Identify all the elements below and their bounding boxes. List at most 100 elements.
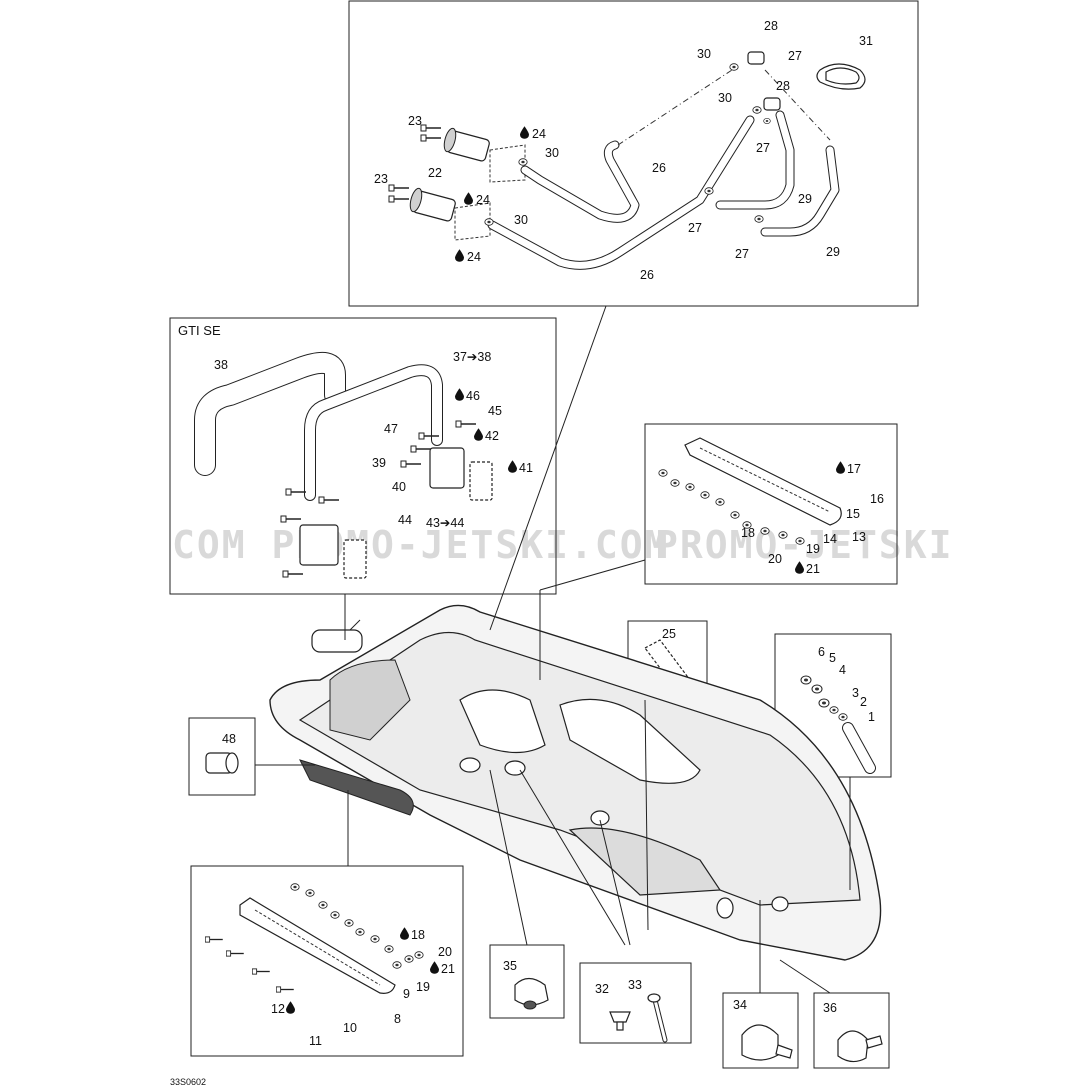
callout-33: 33 [628,978,642,992]
callout-10: 10 [343,1021,357,1035]
box-36 [813,992,890,1069]
clamp-36 [837,1030,869,1063]
callout-20b: 20 [438,945,452,959]
hose-29-upper [715,110,795,210]
hull-body [269,604,882,961]
callout-27a: 27 [788,49,802,63]
watermark-right: PROMO-JETSKI [655,523,954,567]
callout-29a: 29 [798,192,812,206]
callout-21b: 21 [441,962,455,976]
callout-28a: 28 [764,19,778,33]
callout-31: 31 [859,34,873,48]
callout-18: 18 [741,526,755,540]
drop-icon-18 [400,927,409,940]
bracket-43-lower [299,524,339,566]
callout-39: 39 [372,456,386,470]
callout-46: 46 [466,389,480,403]
callout-47: 47 [384,422,398,436]
callout-34: 34 [733,998,747,1012]
callout-9: 9 [403,987,410,1001]
callout-24b: 24 [476,193,490,207]
callout-41: 41 [519,461,533,475]
callout-4: 4 [839,663,846,677]
callout-43-44: 43➔44 [426,516,464,530]
box-35 [489,944,565,1019]
drop-icon-42 [474,428,483,441]
callout-30d: 30 [514,213,528,227]
callout-15: 15 [846,507,860,521]
callout-36: 36 [823,1001,837,1015]
drop-icon-24b [464,192,473,205]
callout-26b: 26 [640,268,654,282]
callout-42: 42 [485,429,499,443]
gti-se-box [169,317,557,595]
callout-29b: 29 [826,245,840,259]
filter-22-upper [443,127,526,183]
callout-30c: 30 [545,146,559,160]
callout-13: 13 [852,530,866,544]
drop-icon-24c [455,249,464,262]
fitting-28-upper [747,51,765,65]
drop-icon-24a [520,126,529,139]
callout-44: 44 [398,513,412,527]
box-48 [188,717,256,796]
callout-2: 2 [860,695,867,709]
callout-40: 40 [392,480,406,494]
drop-icon-12 [286,1001,295,1014]
callout-1: 1 [868,710,875,724]
callout-22: 22 [428,166,442,180]
gti-se-title: GTI SE [178,323,221,338]
callout-17: 17 [847,462,861,476]
callout-25: 25 [662,627,676,641]
watermark-left: COM PROMO-JETSKI.COM [172,523,670,567]
footrest-box [190,865,464,1057]
rivet-32 [609,1011,631,1023]
callout-8: 8 [394,1012,401,1026]
box-34 [722,992,799,1069]
callout-38: 38 [214,358,228,372]
callout-26a: 26 [652,161,666,175]
rail-part [684,437,842,526]
callout-19: 19 [806,542,820,556]
callout-6: 6 [818,645,825,659]
drop-icon-41 [508,460,517,473]
callout-35: 35 [503,959,517,973]
side-rail-box [644,423,898,585]
callout-37-38: 37➔38 [453,350,491,364]
callout-30b: 30 [718,91,732,105]
callout-14: 14 [823,532,837,546]
callout-32: 32 [595,982,609,996]
fitting-28-lower [763,97,781,111]
hose-section-box [348,0,919,307]
callout-48: 48 [222,732,236,746]
callout-30a: 30 [697,47,711,61]
box-32-33 [579,962,692,1044]
hose-29-lower [760,145,840,237]
clamp-35 [514,977,549,1006]
callout-27b: 27 [756,141,770,155]
callout-24a: 24 [532,127,546,141]
callout-28b: 28 [776,79,790,93]
bracket-43 [429,447,465,489]
callout-5: 5 [829,651,836,665]
footrest-8 [239,897,396,994]
callout-16: 16 [870,492,884,506]
drop-icon-46 [455,388,464,401]
callout-21a: 21 [806,562,820,576]
filter-22-lower [409,187,491,241]
callout-23a: 23 [408,114,422,128]
callout-24c: 24 [467,250,481,264]
callout-11: 11 [309,1034,322,1048]
callout-18b: 18 [411,928,425,942]
callout-19b: 19 [416,980,430,994]
callout-3: 3 [852,686,859,700]
callout-12: 12 [271,1002,285,1016]
diagram-code: 33S0602 [170,1077,206,1087]
callout-45: 45 [488,404,502,418]
grommet-31 [816,63,866,90]
callout-27c: 27 [688,221,702,235]
callout-27d: 27 [735,247,749,261]
callout-20: 20 [768,552,782,566]
drop-icon-17 [836,461,845,474]
